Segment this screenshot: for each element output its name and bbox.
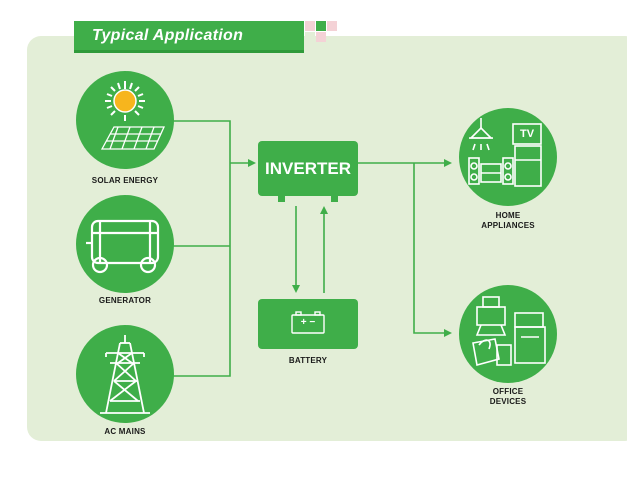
home-appliances-label: HOME APPLIANCES bbox=[448, 211, 568, 231]
ac-mains-node bbox=[76, 325, 174, 423]
home-appliances-node: TV bbox=[459, 108, 557, 206]
home-appliances-label-line2: APPLIANCES bbox=[481, 221, 535, 230]
tv-text: TV bbox=[519, 128, 535, 140]
office-devices-icon bbox=[472, 296, 546, 367]
ac-mains-label: AC MAINS bbox=[104, 427, 146, 436]
home-appliances-icon bbox=[468, 118, 542, 187]
battery-box: + − bbox=[258, 299, 358, 349]
solar-energy-node bbox=[76, 71, 174, 169]
solar-panel-icon bbox=[100, 81, 166, 150]
inverter-foot bbox=[278, 196, 285, 202]
solar-energy-label: SOLAR ENERGY bbox=[91, 176, 159, 185]
section-title: Typical Application bbox=[74, 21, 304, 53]
office-devices-label-line1: OFFICE bbox=[492, 387, 524, 396]
decor-squares bbox=[305, 21, 339, 45]
inverter-foot bbox=[331, 196, 338, 202]
generator-icon bbox=[86, 219, 160, 274]
battery-symbol: + − bbox=[300, 317, 316, 328]
battery-label: BATTERY bbox=[288, 356, 328, 365]
office-devices-label-line2: DEVICES bbox=[489, 397, 527, 406]
home-appliances-label-line1: HOME bbox=[495, 211, 521, 220]
inverter-label: INVERTER bbox=[265, 159, 351, 178]
to-office-arrow bbox=[413, 163, 452, 337]
generator-label: GENERATOR bbox=[98, 296, 152, 305]
office-devices-node bbox=[459, 285, 557, 383]
inverter-box: INVERTER bbox=[258, 141, 358, 202]
source-bus-line bbox=[172, 120, 231, 377]
battery-icon bbox=[291, 311, 325, 334]
generator-node bbox=[76, 195, 174, 293]
power-tower-icon bbox=[100, 335, 150, 414]
office-devices-label: OFFICE DEVICES bbox=[448, 387, 568, 407]
